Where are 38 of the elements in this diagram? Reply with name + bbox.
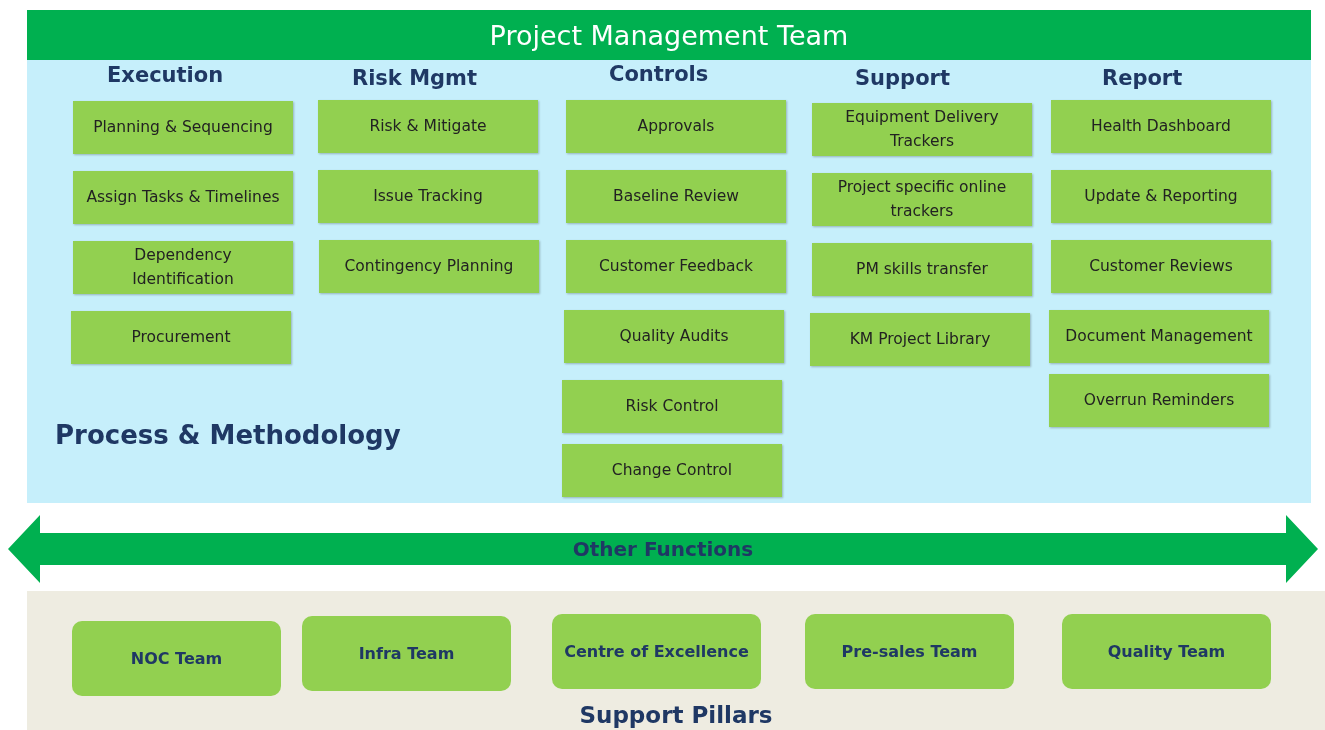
task-box: Change Control	[562, 444, 782, 497]
task-box: Contingency Planning	[319, 240, 539, 293]
task-box: KM Project Library	[810, 313, 1030, 366]
team-box: NOC Team	[72, 621, 281, 696]
task-box: Quality Audits	[564, 310, 784, 363]
team-box: Pre-sales Team	[805, 614, 1014, 689]
column-heading: Report	[1102, 66, 1183, 90]
column-heading: Support	[855, 66, 950, 90]
section-title: Process & Methodology	[55, 420, 401, 450]
support-panel	[27, 591, 1325, 730]
task-box: Customer Reviews	[1051, 240, 1271, 293]
task-box: Baseline Review	[566, 170, 786, 223]
task-box: Update & Reporting	[1051, 170, 1271, 223]
section-title: Support Pillars	[579, 702, 773, 728]
task-box: Equipment Delivery Trackers	[812, 103, 1032, 156]
task-box: Health Dashboard	[1051, 100, 1271, 153]
panel-title-bar: Project Management Team	[27, 10, 1311, 60]
team-box: Infra Team	[302, 616, 511, 691]
task-box: Document Management	[1049, 310, 1269, 363]
task-box: Issue Tracking	[318, 170, 538, 223]
column-heading: Controls	[609, 62, 709, 86]
task-box: Procurement	[71, 311, 291, 364]
task-box: Risk & Mitigate	[318, 100, 538, 153]
task-box: Dependency Identification	[73, 241, 293, 294]
process-panel	[27, 10, 1311, 503]
column-heading: Risk Mgmt	[352, 66, 477, 90]
task-box: Planning & Sequencing	[73, 101, 293, 154]
team-box: Centre of Excellence	[552, 614, 761, 689]
task-box: Customer Feedback	[566, 240, 786, 293]
task-box: Risk Control	[562, 380, 782, 433]
task-box: Project specific online trackers	[812, 173, 1032, 226]
team-box: Quality Team	[1062, 614, 1271, 689]
task-box: PM skills transfer	[812, 243, 1032, 296]
task-box: Assign Tasks & Timelines	[73, 171, 293, 224]
column-heading: Execution	[107, 63, 224, 87]
arrow-label: Other Functions	[572, 537, 754, 561]
task-box: Approvals	[566, 100, 786, 153]
task-box: Overrun Reminders	[1049, 374, 1269, 427]
